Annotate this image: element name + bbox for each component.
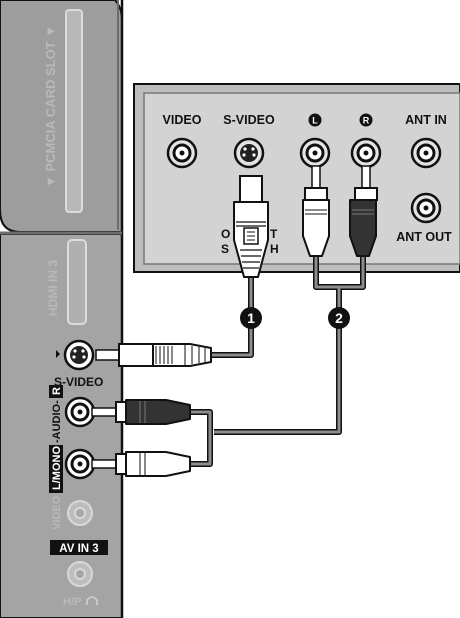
switch-text-right-bottom: H — [270, 242, 279, 256]
tv-svideo-plug[interactable] — [95, 343, 212, 367]
tv-svideo-label: S-VIDEO — [54, 375, 103, 389]
callout-step-2: 2 — [328, 307, 350, 329]
tv-audio-label-audio: -AUDIO- — [51, 400, 63, 443]
av-in-label: AV IN 3 — [59, 543, 98, 555]
device-ant-out-label: ANT OUT — [396, 230, 452, 244]
tv-audio-left-plug-white[interactable] — [91, 451, 191, 477]
switch-text-right-top: T — [270, 227, 278, 241]
svg-text:L: L — [312, 116, 318, 126]
tv-jacks: S-VIDEO L/MONO -AUDIO- R VIDEO — [49, 339, 108, 608]
tv-headphone-label: H/P — [63, 596, 81, 608]
headphone-icon — [86, 596, 98, 605]
device-svideo-label: S-VIDEO — [223, 113, 275, 127]
switch-text-left-bottom: S — [221, 242, 229, 256]
audio-cable-wire-device — [214, 256, 366, 435]
tv-audio-label: L/MONO -AUDIO- R — [49, 385, 63, 493]
tv-audio-right-plug-red[interactable] — [91, 399, 191, 425]
svideo-arrow-icon — [56, 350, 60, 358]
tv-video-jack[interactable] — [67, 500, 93, 526]
device-ant-out-jack[interactable] — [410, 192, 442, 224]
pcmcia-slot[interactable] — [65, 9, 83, 213]
device-video-label: VIDEO — [163, 113, 202, 127]
tv-svideo-jack[interactable] — [63, 339, 95, 371]
device-ant-in-jack[interactable] — [410, 137, 442, 169]
device-video-jack[interactable] — [166, 137, 198, 169]
pcmcia-slot-label: ▼ PCMCIA CARD SLOT ▼ — [43, 25, 58, 188]
device-audio-left-jack[interactable] — [299, 137, 331, 169]
tv-panel-upper — [0, 0, 123, 233]
switch-text-left-top: O — [221, 227, 230, 241]
tv-video-label: VIDEO — [51, 495, 63, 530]
tv-audio-right-jack[interactable] — [64, 396, 96, 428]
hdmi-label: HDMI IN 3 — [46, 260, 60, 316]
device-audio-right-plug-red[interactable] — [349, 165, 378, 257]
device-ant-in-label: ANT IN — [405, 113, 447, 127]
audio-cable-wire-tv — [189, 409, 213, 467]
tv-audio-left-jack[interactable] — [64, 448, 96, 480]
av-in-label-box — [50, 540, 108, 555]
tv-side-panel: ▼ PCMCIA CARD SLOT ▼ HDMI IN 3 — [0, 0, 124, 618]
tv-audio-label-r: R — [51, 387, 63, 395]
device-audio-left-marker: L — [308, 113, 322, 127]
device-audio-right-jack[interactable] — [350, 137, 382, 169]
callout-step-1-number: 1 — [247, 310, 255, 326]
device-audio-left-plug-white[interactable] — [302, 165, 330, 257]
device-back-panel: VIDEO S-VIDEO L R ANT IN ANT OUT — [133, 83, 460, 273]
hdmi-port[interactable] — [67, 239, 87, 325]
cable-wires — [189, 256, 366, 467]
tv-audio-label-mono: L/MONO — [51, 446, 63, 490]
device-svideo-jack[interactable] — [233, 137, 265, 169]
device-svideo-plug[interactable] — [233, 175, 269, 278]
callout-step-1: 1 — [240, 307, 262, 329]
tv-headphone-jack[interactable] — [67, 561, 93, 587]
callout-step-2-number: 2 — [335, 310, 343, 326]
device-audio-right-marker: R — [359, 113, 373, 127]
svg-text:R: R — [363, 116, 370, 126]
